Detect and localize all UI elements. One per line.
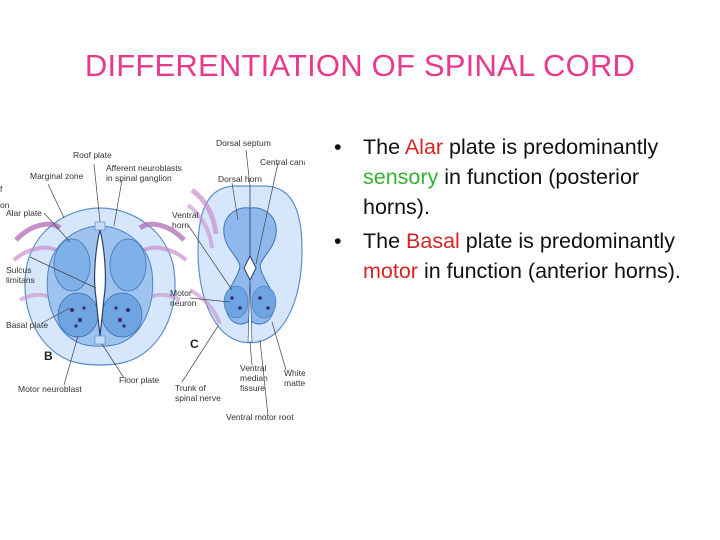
label-ventral-horn: Ventral [172,210,199,220]
label-afferent-neuroblasts: Afferent neuroblasts [106,163,182,173]
label-floor-plate: Floor plate [119,375,159,385]
label-dorsal-septum: Dorsal septum [216,138,271,148]
label-ventral-median-fissure-3: fissure [240,383,265,393]
label-sulcus: Sulcus [6,265,32,275]
label-roof-plate: Roof plate [73,150,112,160]
label-ventral-horn-2: horn [172,220,189,230]
spinal-cord-diagram: Roof plate Marginal zone Afferent neurob… [0,130,305,435]
panel-b-drawing [12,207,188,366]
label-alar-plate: Alar plate [6,208,42,218]
label-ventral-median-fissure: Ventral [240,363,267,373]
label-marginal-zone: Marginal zone [30,171,84,181]
bullet-alar-plate: • The Alar plate is predominantly sensor… [334,132,710,222]
label-afferent-neuroblasts-2: in spinal ganglion [106,173,172,183]
panel-c-drawing [186,185,303,344]
bullet-list: • The Alar plate is predominantly sensor… [334,132,710,290]
label-ventral-motor-root: Ventral motor root [226,412,294,422]
label-trunk-spinal-nerve-2: spinal nerve [175,393,221,403]
term-basal: Basal [406,229,460,253]
bullet-basal-plate: • The Basal plate is predominantly motor… [334,226,710,286]
panel-label-b: B [44,349,53,363]
term-alar: Alar [404,135,444,159]
label-cut-off-2: on [0,200,10,210]
bullet-dot: • [334,229,342,253]
label-trunk-spinal-nerve: Trunk of [175,383,207,393]
label-cut-off-1: f [0,184,3,194]
label-motor-neuron: Motor [170,288,192,298]
label-motor-neuron-2: neuron [170,298,197,308]
term-motor: motor [363,259,418,283]
label-white-matter-2: matter [284,378,305,388]
label-basal-plate: Basal plate [6,320,48,330]
label-white-matter: White [284,368,305,378]
label-central-canal: Central canal [260,157,305,167]
panel-label-c: C [190,337,199,351]
slide-title: DIFFERENTIATION OF SPINAL CORD [84,48,636,83]
term-sensory: sensory [363,165,439,189]
bullet-dot: • [334,135,342,159]
label-motor-neuroblast: Motor neuroblast [18,384,82,394]
label-sulcus-limitans: limitans [6,275,35,285]
label-dorsal-horn: Dorsal horn [218,174,262,184]
label-ventral-median-fissure-2: median [240,373,268,383]
